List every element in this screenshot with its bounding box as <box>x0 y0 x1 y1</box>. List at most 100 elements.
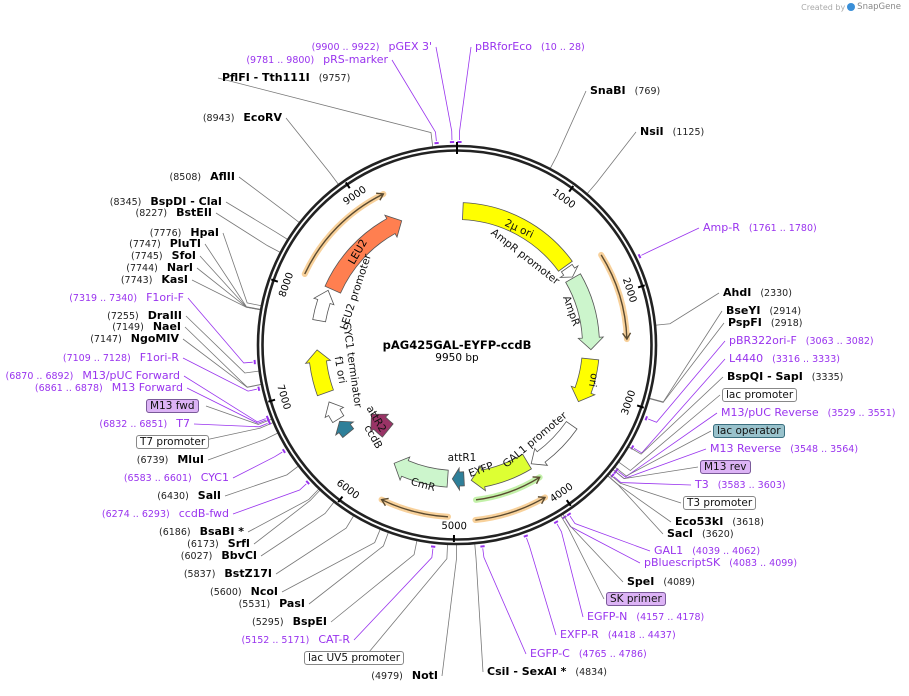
tick-mark <box>337 495 344 503</box>
primer-label[interactable]: T3(3583 .. 3603) <box>695 479 786 492</box>
primer-label[interactable]: (6583 .. 6601)CYC1 <box>124 472 229 485</box>
enzyme-label[interactable]: (7255)DraIII <box>107 310 182 323</box>
feature-gal1-promoter[interactable] <box>530 421 578 466</box>
primer-label[interactable]: (7319 .. 7340)F1ori-F <box>69 292 184 305</box>
enzyme-label[interactable]: (7776)HpaI <box>150 227 219 240</box>
primer-label[interactable]: EGFP-C(4765 .. 4786) <box>530 648 647 661</box>
primer-label[interactable]: EGFP-N(4157 .. 4178) <box>587 611 704 624</box>
feature-box[interactable]: M13 fwd <box>146 399 199 413</box>
primer-site-mark <box>305 480 310 485</box>
feature-cmr[interactable] <box>393 456 449 488</box>
enzyme-label[interactable]: (8508)AflII <box>170 171 235 184</box>
primer-label[interactable]: (6870 .. 6892)M13/pUC Forward <box>5 370 180 383</box>
primer-label[interactable]: pBluescriptSK(4083 .. 4099) <box>644 557 797 570</box>
leader-line <box>193 422 268 428</box>
feature-attr1[interactable] <box>451 466 465 492</box>
enzyme-label[interactable]: NsiI(1125) <box>640 126 704 139</box>
enzyme-label[interactable]: (5600)NcoI <box>210 586 278 599</box>
enzyme-label[interactable]: PflFI - Tth111I(9757) <box>222 72 350 85</box>
primer-label[interactable]: M13 Reverse(3548 .. 3564) <box>710 443 858 456</box>
feature-box[interactable]: T7 promoter <box>136 435 210 449</box>
enzyme-label[interactable]: (6430)SalI <box>157 490 221 503</box>
enzyme-name: PasI <box>279 597 305 610</box>
enzyme-name: HpaI <box>190 226 219 239</box>
enzyme-label[interactable]: (7744)NarI <box>126 262 193 275</box>
enzyme-label[interactable]: SacI(3620) <box>667 528 734 541</box>
feature-attr2[interactable] <box>335 420 355 439</box>
feature-label[interactable]: lac UV5 promoter <box>304 651 405 665</box>
primer-label[interactable]: (9900 .. 9922)pGEX 3' <box>312 41 432 54</box>
feature-box[interactable]: T3 promoter <box>683 496 757 510</box>
enzyme-position: (3335) <box>811 372 844 383</box>
feature-2-ori[interactable] <box>462 202 573 272</box>
feature-box[interactable]: lac UV5 promoter <box>304 651 405 665</box>
primer-label[interactable]: M13/pUC Reverse(3529 .. 3551) <box>721 407 895 420</box>
enzyme-label[interactable]: (6186)BsaBI * <box>159 526 244 539</box>
enzyme-label[interactable]: (7149)NaeI <box>112 321 181 334</box>
enzyme-label[interactable]: SpeI(4089) <box>627 576 695 589</box>
feature-ori[interactable] <box>570 357 600 403</box>
feature-box[interactable]: M13 rev <box>700 460 751 474</box>
feature-ccdb[interactable] <box>370 413 394 438</box>
feature-leu2[interactable] <box>324 214 403 294</box>
enzyme-name: BbvCI <box>221 549 257 562</box>
enzyme-label[interactable]: BseYI(2914) <box>726 305 801 318</box>
enzyme-label[interactable]: (8227)BstEII <box>136 207 212 220</box>
feature-box[interactable]: lac promoter <box>722 388 798 402</box>
primer-label[interactable]: (5152 .. 5171)CAT-R <box>241 634 350 647</box>
feature-eyfp[interactable] <box>470 453 532 492</box>
feature-label[interactable]: lac promoter <box>722 388 798 402</box>
primer-label[interactable]: pBR322ori-F(3063 .. 3082) <box>729 335 874 348</box>
feature-label[interactable]: M13 fwd <box>146 399 199 413</box>
feature-label[interactable]: lac operator <box>713 424 785 438</box>
feature-cyc1-terminator[interactable] <box>324 401 345 424</box>
primer-name: Amp-R <box>703 221 740 234</box>
enzyme-label[interactable]: PspFI(2918) <box>728 317 803 330</box>
feature-box[interactable]: SK primer <box>606 592 666 606</box>
enzyme-label[interactable]: (8943)EcoRV <box>203 112 282 125</box>
enzyme-label[interactable]: (6173)SrfI <box>187 538 250 551</box>
primer-label[interactable]: (6274 .. 6293)ccdB-fwd <box>102 508 229 521</box>
primer-label[interactable]: pBRforEco(10 .. 28) <box>475 41 585 54</box>
primer-label[interactable]: EXFP-R(4418 .. 4437) <box>560 629 676 642</box>
feature-box[interactable]: lac operator <box>713 424 785 438</box>
feature-ampr-promoter[interactable] <box>558 263 579 278</box>
feature-label[interactable]: T7 promoter <box>136 435 210 449</box>
enzyme-label[interactable]: (6027)BbvCI <box>181 550 257 563</box>
primer-label[interactable]: (6832 .. 6851)T7 <box>99 418 190 431</box>
primer-label[interactable]: (6861 .. 6878)M13 Forward <box>35 382 183 395</box>
primer-name: T7 <box>176 417 190 430</box>
enzyme-label[interactable]: (4979)NotI <box>371 670 438 683</box>
enzyme-name: SnaBI <box>590 84 626 97</box>
enzyme-label[interactable]: (7743)KasI <box>121 274 188 287</box>
primer-label[interactable]: (7109 .. 7128)F1ori-R <box>63 352 179 365</box>
enzyme-label[interactable]: (7147)NgoMIV <box>90 333 179 346</box>
enzyme-label[interactable]: SnaBI(769) <box>590 85 660 98</box>
enzyme-label[interactable]: (5295)BspEI <box>252 616 327 629</box>
enzyme-label[interactable]: BspQI - SapI(3335) <box>727 371 843 384</box>
primer-label[interactable]: GAL1(4039 .. 4062) <box>654 545 760 558</box>
feature-ampr[interactable] <box>565 273 605 351</box>
feature-leu2-promoter[interactable] <box>312 289 335 323</box>
leader-lines <box>182 46 726 677</box>
primer-label[interactable]: Amp-R(1761 .. 1780) <box>703 222 817 235</box>
enzyme-label[interactable]: (6739)MluI <box>137 454 204 467</box>
primer-label[interactable]: L4440(3316 .. 3333) <box>729 353 840 366</box>
enzyme-label[interactable]: (5837)BstZ17I <box>184 568 272 581</box>
feature-label[interactable]: M13 rev <box>700 460 751 474</box>
enzyme-name: Eco53kI <box>675 515 724 528</box>
feature-f1-ori[interactable] <box>304 349 334 397</box>
enzyme-label[interactable]: (7747)PluTI <box>129 238 201 251</box>
enzyme-position: (5600) <box>210 587 242 598</box>
leader-line <box>183 375 266 423</box>
feature-label[interactable]: T3 promoter <box>683 496 757 510</box>
enzyme-label[interactable]: AhdI(2330) <box>723 287 792 300</box>
primer-label[interactable]: (9781 .. 9800)pRS-marker <box>246 54 388 67</box>
enzyme-label[interactable]: CsiI - SexAI *(4834) <box>487 666 607 679</box>
feature-label[interactable]: SK primer <box>606 592 666 606</box>
enzyme-label[interactable]: Eco53kI(3618) <box>675 516 764 529</box>
enzyme-label[interactable]: (7745)SfoI <box>131 250 196 263</box>
enzyme-label[interactable]: (8345)BspDI - ClaI <box>110 196 222 209</box>
enzyme-label[interactable]: (5531)PasI <box>239 598 305 611</box>
enzyme-name: DraIII <box>147 309 182 322</box>
